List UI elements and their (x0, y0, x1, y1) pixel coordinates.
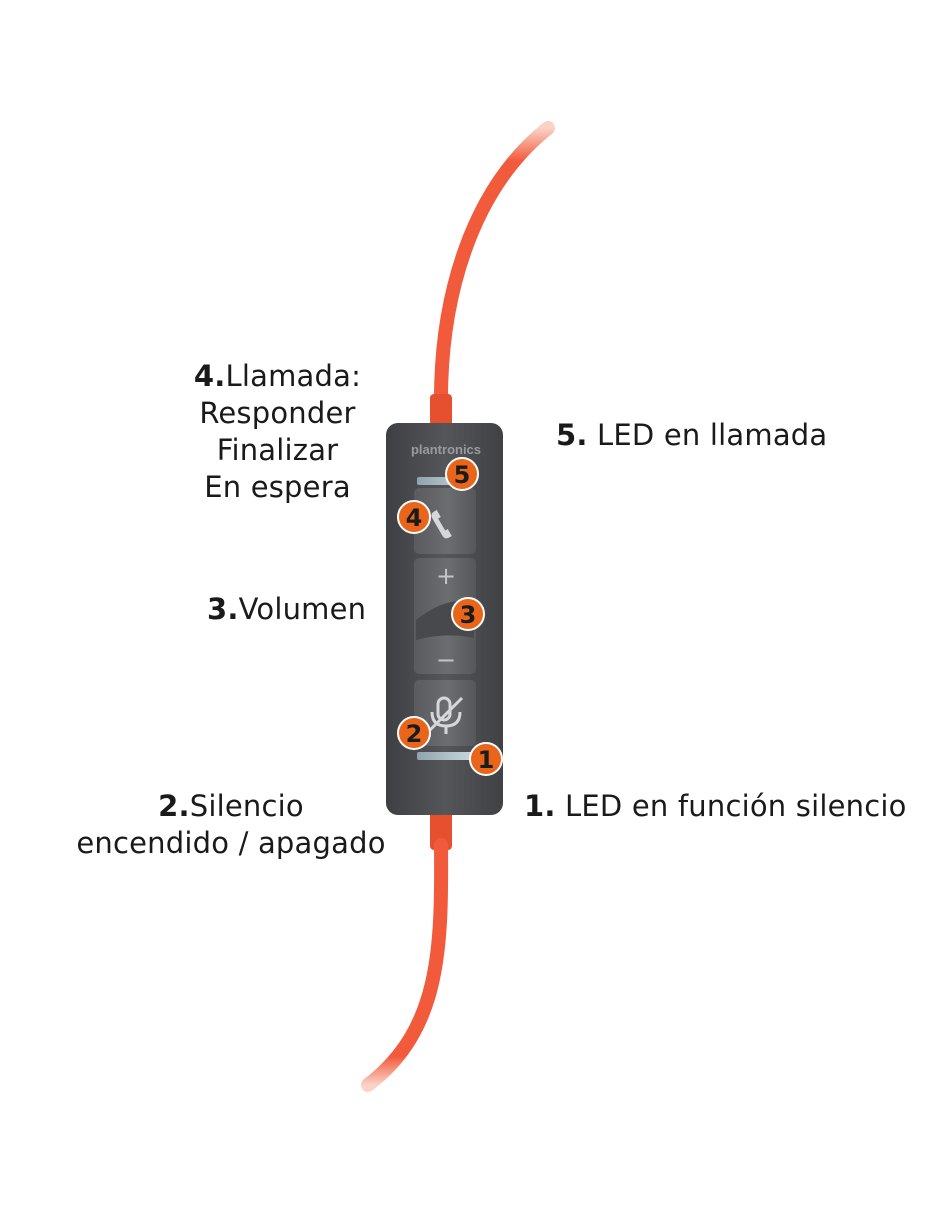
label-mute-state: encendido / apagado (76, 826, 386, 860)
led-mute-indicator (417, 752, 474, 760)
svg-text:4: 4 (406, 504, 423, 532)
volume-up-symbol[interactable]: + (436, 562, 456, 590)
marker-1: 1 (469, 742, 503, 776)
label-mute: 2.Silencio encendido / apagado (58, 788, 404, 862)
label-call-hold: En espera (204, 470, 351, 504)
label-led-call: 5. LED en llamada (556, 418, 828, 452)
cable-bottom (361, 838, 449, 1092)
label-led-mute: 1. LED en función silencio (524, 789, 907, 823)
volume-down-symbol[interactable]: − (436, 646, 456, 674)
marker-2: 2 (397, 716, 431, 750)
cable-top-strain-relief (430, 394, 452, 426)
svg-text:3: 3 (460, 601, 477, 629)
svg-text:2: 2 (406, 720, 423, 748)
svg-text:5: 5 (454, 461, 471, 489)
marker-3: 3 (451, 597, 485, 631)
call-button[interactable] (414, 488, 476, 554)
phone-handset-icon (431, 510, 452, 539)
marker-5: 5 (445, 457, 479, 491)
label-volume: 3.Volumen (207, 592, 367, 626)
cable-top (433, 121, 555, 412)
label-mute-title: 2.Silencio (158, 789, 304, 823)
brand-logo: plantronics (411, 442, 481, 457)
cable-bottom-strain-relief (430, 808, 452, 850)
marker-4: 4 (397, 500, 431, 534)
label-call-answer: Responder (199, 396, 356, 430)
label-call-title: 4.Llamada: (193, 359, 362, 393)
label-call: 4.Llamada: Responder Finalizar En espera (180, 358, 375, 506)
muted-microphone-icon (428, 696, 464, 734)
label-call-end: Finalizar (216, 433, 339, 467)
svg-text:1: 1 (478, 746, 495, 774)
